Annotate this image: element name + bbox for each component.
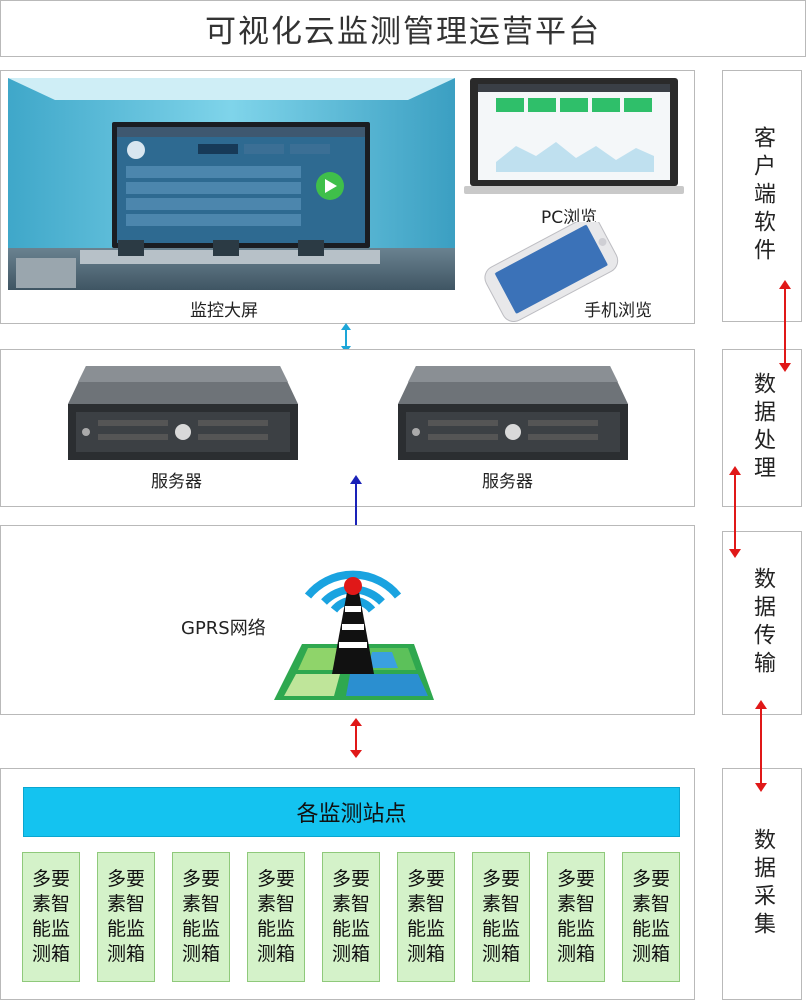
stations-banner: 各监测站点 xyxy=(23,787,680,837)
mobile-browse-label: 手机浏览 xyxy=(584,301,652,321)
station-box: 多要素智能监测箱 xyxy=(97,852,155,982)
layer-data-processing: 数据处理 xyxy=(722,349,802,507)
gprs-network-label: GPRS网络 xyxy=(181,618,266,639)
mobile-browse-image xyxy=(484,222,619,322)
station-label: 多要素智能监测箱 xyxy=(181,868,220,965)
station-label: 多要素智能监测箱 xyxy=(406,868,445,965)
big-screen-label: 监控大屏 xyxy=(190,301,258,321)
station-box: 多要素智能监测箱 xyxy=(172,852,230,982)
station-box: 多要素智能监测箱 xyxy=(322,852,380,982)
station-box: 多要素智能监测箱 xyxy=(472,852,530,982)
layer-arrow-2-icon xyxy=(729,466,741,558)
page-title: 可视化云监测管理运营平台 xyxy=(0,0,806,57)
server-left-label: 服务器 xyxy=(151,472,202,492)
layer-client-software: 客户端软件 xyxy=(722,70,802,322)
pc-browse-image xyxy=(464,78,684,194)
station-label: 多要素智能监测箱 xyxy=(106,868,145,965)
station-label: 多要素智能监测箱 xyxy=(31,868,70,965)
station-box: 多要素智能监测箱 xyxy=(247,852,305,982)
layer-data-transmission: 数据传输 xyxy=(722,531,802,715)
station-label: 多要素智能监测箱 xyxy=(556,868,595,965)
server-right-image xyxy=(398,366,628,460)
station-label: 多要素智能监测箱 xyxy=(481,868,520,965)
station-box: 多要素智能监测箱 xyxy=(397,852,455,982)
server-right-label: 服务器 xyxy=(482,472,533,492)
arrow-network-stations-icon xyxy=(350,718,362,758)
big-screen-image xyxy=(8,78,455,290)
layer-data-collection: 数据采集 xyxy=(722,768,802,1000)
layer-arrow-3-icon xyxy=(755,700,767,792)
station-box: 多要素智能监测箱 xyxy=(547,852,605,982)
station-label: 多要素智能监测箱 xyxy=(331,868,370,965)
station-box: 多要素智能监测箱 xyxy=(22,852,80,982)
gprs-tower-icon xyxy=(274,570,434,700)
station-label: 多要素智能监测箱 xyxy=(631,868,670,965)
server-left-image xyxy=(68,366,298,460)
station-label: 多要素智能监测箱 xyxy=(256,868,295,965)
station-box: 多要素智能监测箱 xyxy=(622,852,680,982)
layer-arrow-1-icon xyxy=(779,280,791,372)
